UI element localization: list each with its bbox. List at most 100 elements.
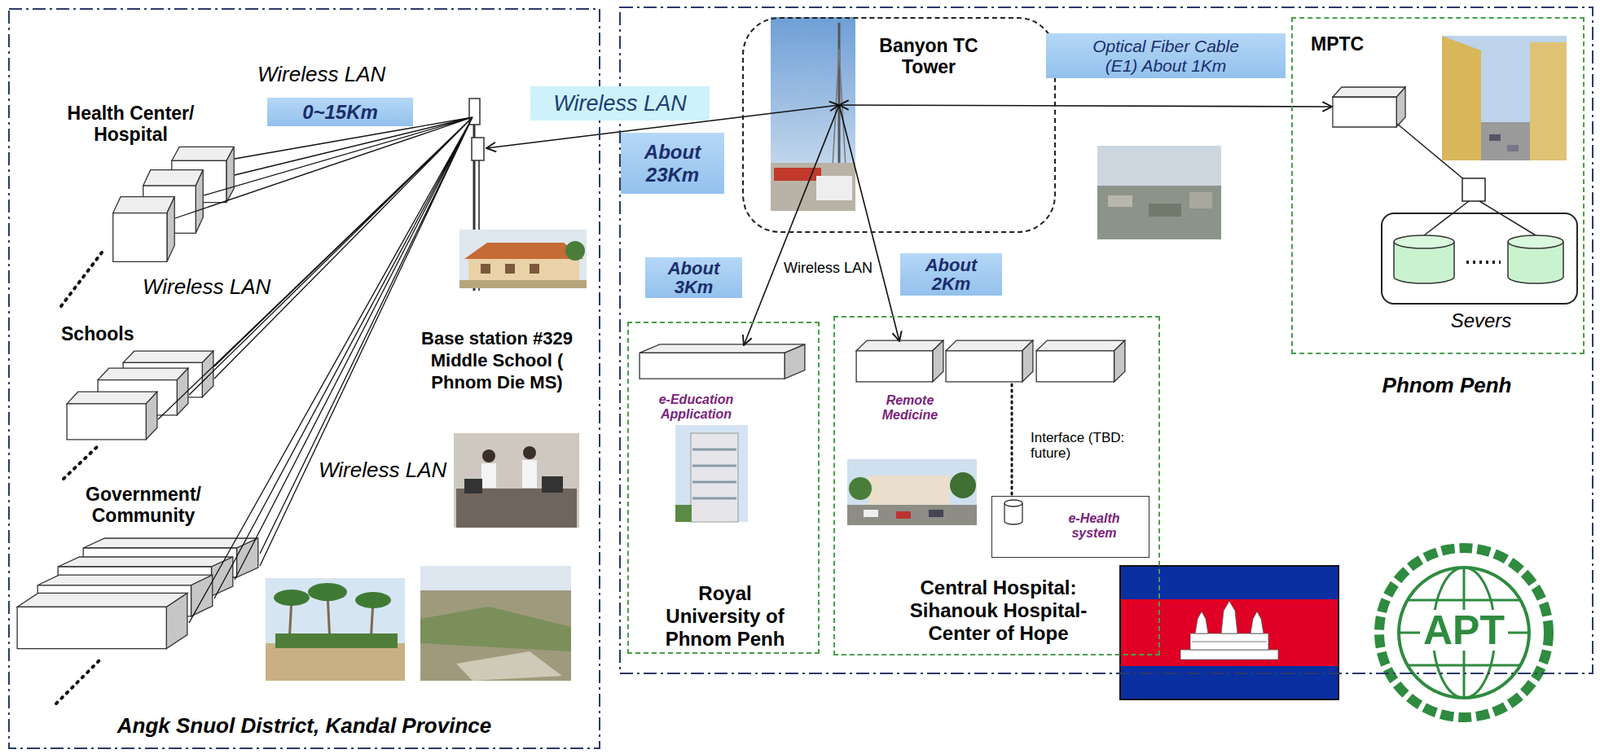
building	[1529, 42, 1567, 161]
database-symbol	[1004, 500, 1023, 525]
site-box: Royal University of Phnom Penh e-Educatio…	[627, 321, 820, 655]
flag-band	[1120, 666, 1339, 700]
photo	[770, 17, 856, 211]
temple	[1195, 611, 1209, 634]
site-group: Schools	[48, 321, 225, 444]
cylinder-top	[1004, 500, 1023, 507]
tower-photo	[770, 17, 856, 211]
distance-label: About 23Km	[620, 132, 725, 194]
building	[816, 175, 853, 201]
site-box-text: Royal University of Phnom Penh	[659, 582, 791, 651]
university-photo	[675, 425, 748, 523]
ground	[459, 280, 587, 289]
car	[928, 509, 944, 518]
photo	[675, 425, 748, 523]
temple	[1190, 633, 1269, 651]
window-band	[692, 465, 737, 468]
site-group-text: Health Center/ Hospital	[59, 102, 203, 146]
wire	[1397, 123, 1466, 181]
apt-logo	[1379, 548, 1549, 718]
terminal-box	[1036, 340, 1126, 383]
region-outline	[619, 6, 1594, 675]
photo	[265, 578, 405, 682]
application-box-text: e-Education Application	[653, 392, 739, 422]
photo	[847, 459, 977, 526]
photo	[459, 229, 587, 289]
terminal-box	[17, 593, 188, 649]
window-band	[692, 481, 737, 484]
wire	[1424, 201, 1469, 236]
wireless-link	[158, 117, 473, 420]
city	[1148, 203, 1182, 217]
base-station-text: Base station #329 Middle School ( Phnom …	[407, 327, 587, 394]
continuation-dots	[61, 252, 102, 307]
person	[482, 449, 496, 463]
site-box-text: MPTC	[1310, 33, 1385, 55]
field-patch	[456, 651, 563, 682]
switch	[1462, 178, 1486, 202]
district-region-text: Angk Snuol District, Kandal Province	[8, 713, 601, 739]
globe-parallel	[1407, 664, 1521, 668]
car	[1489, 134, 1501, 141]
temple	[1250, 611, 1264, 634]
distance-label: 0~15Km	[267, 97, 414, 127]
wireless-link	[839, 105, 900, 342]
site-group-text: Schools	[61, 323, 159, 345]
interface-link	[1010, 384, 1014, 497]
car	[896, 511, 911, 519]
cambodia-flag	[1120, 566, 1339, 700]
desk	[456, 488, 577, 528]
terminal-box	[1332, 87, 1406, 128]
link-label: Optical Fiber Cable (E1) About 1Km	[1046, 33, 1286, 79]
continuation-dots	[63, 444, 100, 480]
monitor	[464, 479, 483, 494]
government-stack	[17, 538, 259, 704]
site-group-text: Government/ Community	[74, 483, 213, 527]
application-box-text: Remote Medicine	[877, 393, 943, 423]
fiber-link	[839, 105, 1332, 107]
palm-crown	[355, 592, 392, 609]
distance-label: About 2Km	[900, 253, 1003, 296]
building	[868, 475, 950, 506]
cylinder-top	[1393, 235, 1455, 249]
building	[1441, 35, 1482, 161]
region-border	[619, 7, 1593, 674]
palm-crown	[273, 589, 310, 607]
car	[863, 509, 879, 518]
monitor	[541, 476, 563, 493]
temple-step	[1191, 641, 1267, 643]
tree	[565, 241, 585, 261]
site-box-text: Central Hospital: Sihanouk Hospital-Cent…	[894, 576, 1103, 646]
site-box: MPTCSevers	[1291, 17, 1585, 355]
ground	[1481, 122, 1530, 161]
city-region-text: Phnom Penh	[1349, 373, 1545, 398]
palm-photo	[265, 578, 405, 682]
system-box-text: e-Health system	[1049, 511, 1139, 541]
tower-box: Banyon TC Tower	[742, 17, 1056, 233]
antenna-unit	[471, 137, 484, 161]
mptc-equipment	[1332, 87, 1564, 284]
window-band	[692, 497, 737, 501]
window	[480, 263, 491, 274]
city	[1107, 195, 1133, 207]
temple	[1180, 650, 1279, 660]
link-label: Wireless LAN	[530, 86, 710, 121]
photo	[1097, 145, 1222, 240]
hospital-photo	[847, 459, 977, 526]
window-band	[692, 448, 737, 452]
students-photo	[453, 433, 580, 528]
tree	[949, 472, 976, 499]
cylinder-top	[1507, 235, 1564, 249]
window	[529, 263, 540, 274]
site-group: Government/ Community	[12, 480, 269, 656]
city	[1189, 192, 1213, 209]
wireless-link	[189, 117, 473, 624]
photo	[453, 433, 580, 528]
car	[1507, 145, 1519, 152]
school-photo	[459, 229, 587, 289]
region-border	[8, 8, 600, 749]
window	[505, 263, 515, 274]
